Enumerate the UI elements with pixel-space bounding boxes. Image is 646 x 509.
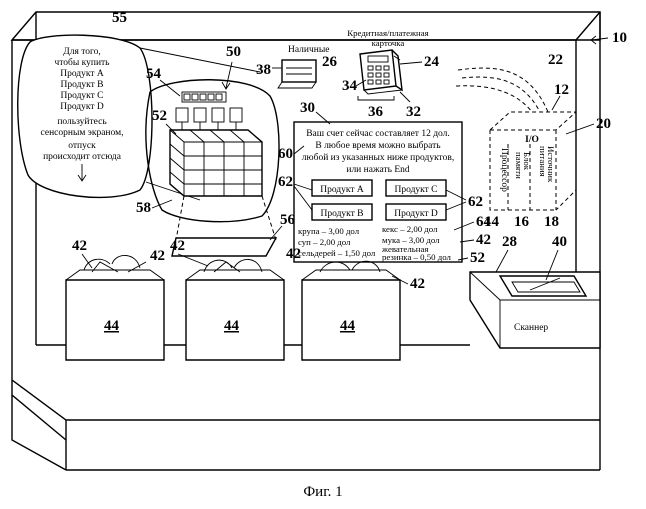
ref-24: 24 xyxy=(424,54,440,70)
product-c-label: Продукт C xyxy=(394,185,437,195)
ref-22: 22 xyxy=(548,52,563,68)
bag-b: 44 xyxy=(186,259,284,360)
callout-line-7: пользуйтесь xyxy=(57,116,107,127)
ref-52: 52 xyxy=(152,108,167,124)
power-label-2: питания xyxy=(538,146,548,177)
price-right-1: кекс – 2,00 дол xyxy=(382,224,438,234)
ref-56: 56 xyxy=(280,212,296,228)
ref-40: 40 xyxy=(552,234,567,250)
card-label-1: Кредитная/платежная xyxy=(347,28,428,38)
ref-38: 38 xyxy=(256,62,271,78)
ref-16: 16 xyxy=(514,214,530,230)
memory-label-2: памяти xyxy=(514,152,524,179)
touch-screen: Ваш счет сейчас составляет 12 дол. В люб… xyxy=(294,122,462,262)
ref-58: 58 xyxy=(136,200,151,216)
bag-c: 44 xyxy=(302,261,400,360)
scanner: Сканнер xyxy=(470,272,600,348)
ref-60: 60 xyxy=(278,146,293,162)
bag-c-label: 44 xyxy=(340,318,356,334)
callout-line-9: отпуск xyxy=(68,141,96,151)
scanner-label: Сканнер xyxy=(514,323,548,333)
screen-message-2: В любое время можно выбрать xyxy=(315,140,441,151)
ref-36: 36 xyxy=(368,104,384,120)
dispenser xyxy=(146,80,279,222)
ref-42-bag-c2: 42 xyxy=(410,276,425,292)
price-left-3: сельдерей – 1,50 дол xyxy=(298,248,376,258)
screen-button-product-b[interactable]: Продукт B xyxy=(312,204,372,220)
bag-b-label: 44 xyxy=(224,318,240,334)
product-d-label: Продукт D xyxy=(394,209,438,219)
callout-line-1: Для того, xyxy=(63,47,101,57)
ref-32: 32 xyxy=(406,104,421,120)
product-b-label: Продукт B xyxy=(320,209,363,219)
ref-34: 34 xyxy=(342,78,358,94)
screen-button-product-a[interactable]: Продукт A xyxy=(312,180,372,196)
ref-28: 28 xyxy=(502,234,517,250)
callout-line-4: Продукт B xyxy=(60,80,103,90)
io-label: I/O xyxy=(525,135,539,145)
ref-54: 54 xyxy=(146,66,162,82)
ref-42-bag-a: 42 xyxy=(72,238,87,254)
callout-line-3: Продукт A xyxy=(60,69,104,79)
price-left-2: суп – 2,00 дол xyxy=(298,237,351,247)
ref-62-left: 62 xyxy=(278,174,293,190)
screen-button-product-c[interactable]: Продукт C xyxy=(386,180,446,196)
callout-line-6: Продукт D xyxy=(60,102,104,112)
ref-50: 50 xyxy=(226,44,241,60)
ref-42-bag-c: 42 xyxy=(286,246,301,262)
processor-label: Процессор xyxy=(499,148,509,192)
ref-30: 30 xyxy=(300,100,315,116)
screen-button-product-d[interactable]: Продукт D xyxy=(386,204,446,220)
ref-42-bag-a2: 42 xyxy=(150,248,165,264)
ref-14: 14 xyxy=(484,214,500,230)
ref-62-right: 62 xyxy=(468,194,483,210)
card-label-2: карточка xyxy=(372,38,405,48)
ref-18: 18 xyxy=(544,214,559,230)
ref-55: 55 xyxy=(112,10,127,26)
figure-caption: Фиг. 1 xyxy=(303,484,342,500)
callout-line-8: сенсорным экраном, xyxy=(41,128,124,138)
callout-line-2: чтобы купить xyxy=(54,57,110,68)
ref-42-screen: 42 xyxy=(476,232,491,248)
screen-message-1: Ваш счет сейчас составляет 12 дол. xyxy=(306,128,450,139)
ref-26: 26 xyxy=(322,54,338,70)
bag-a-label: 44 xyxy=(104,318,120,334)
bag-a: 44 xyxy=(66,255,164,360)
callout-line-10: происходит отсюда xyxy=(43,152,122,162)
price-left-1: крупа – 3,00 дол xyxy=(298,226,360,236)
screen-message-4: или нажать End xyxy=(346,165,410,175)
ref-52-screen: 52 xyxy=(470,250,485,266)
product-a-label: Продукт A xyxy=(320,185,364,195)
callout-line-5: Продукт C xyxy=(60,91,103,101)
price-right-4: резинка – 0,50 дол xyxy=(382,252,451,262)
ref-12: 12 xyxy=(554,82,569,98)
ref-10: 10 xyxy=(612,30,627,46)
ref-20: 20 xyxy=(596,116,611,132)
screen-message-3: любой из указанных ниже продуктов, xyxy=(302,152,454,163)
ref-42-bag-b: 42 xyxy=(170,238,185,254)
